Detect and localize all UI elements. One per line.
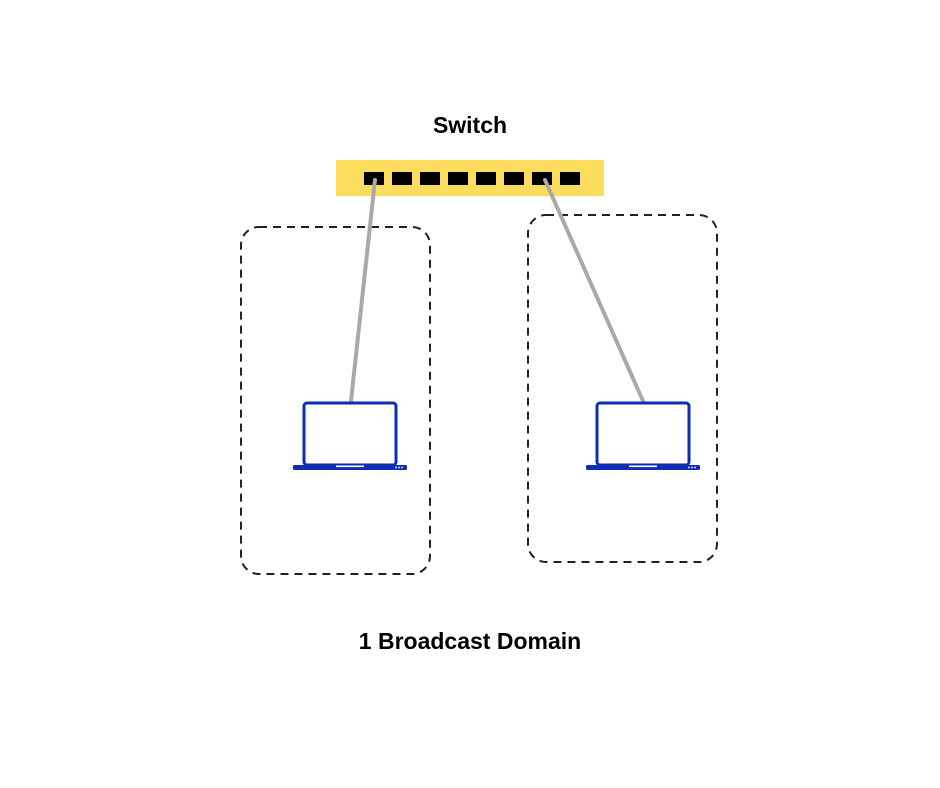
switch-port-3 (420, 172, 440, 185)
domain-box-right (527, 214, 718, 563)
broadcast-domain-label: 1 Broadcast Domain (358, 628, 582, 654)
laptop-icon-right (586, 401, 700, 470)
cable-left (349, 178, 377, 403)
switch-port-4 (448, 172, 468, 185)
switch-port-5 (476, 172, 496, 185)
switch-port-8 (560, 172, 580, 185)
domain-box-left (240, 226, 431, 575)
laptop-icon-left (293, 401, 407, 470)
cable-right (543, 178, 645, 403)
switch-port-7 (532, 172, 552, 185)
switch-title: Switch (432, 112, 508, 138)
switch-port-6 (504, 172, 524, 185)
switch-port-2 (392, 172, 412, 185)
